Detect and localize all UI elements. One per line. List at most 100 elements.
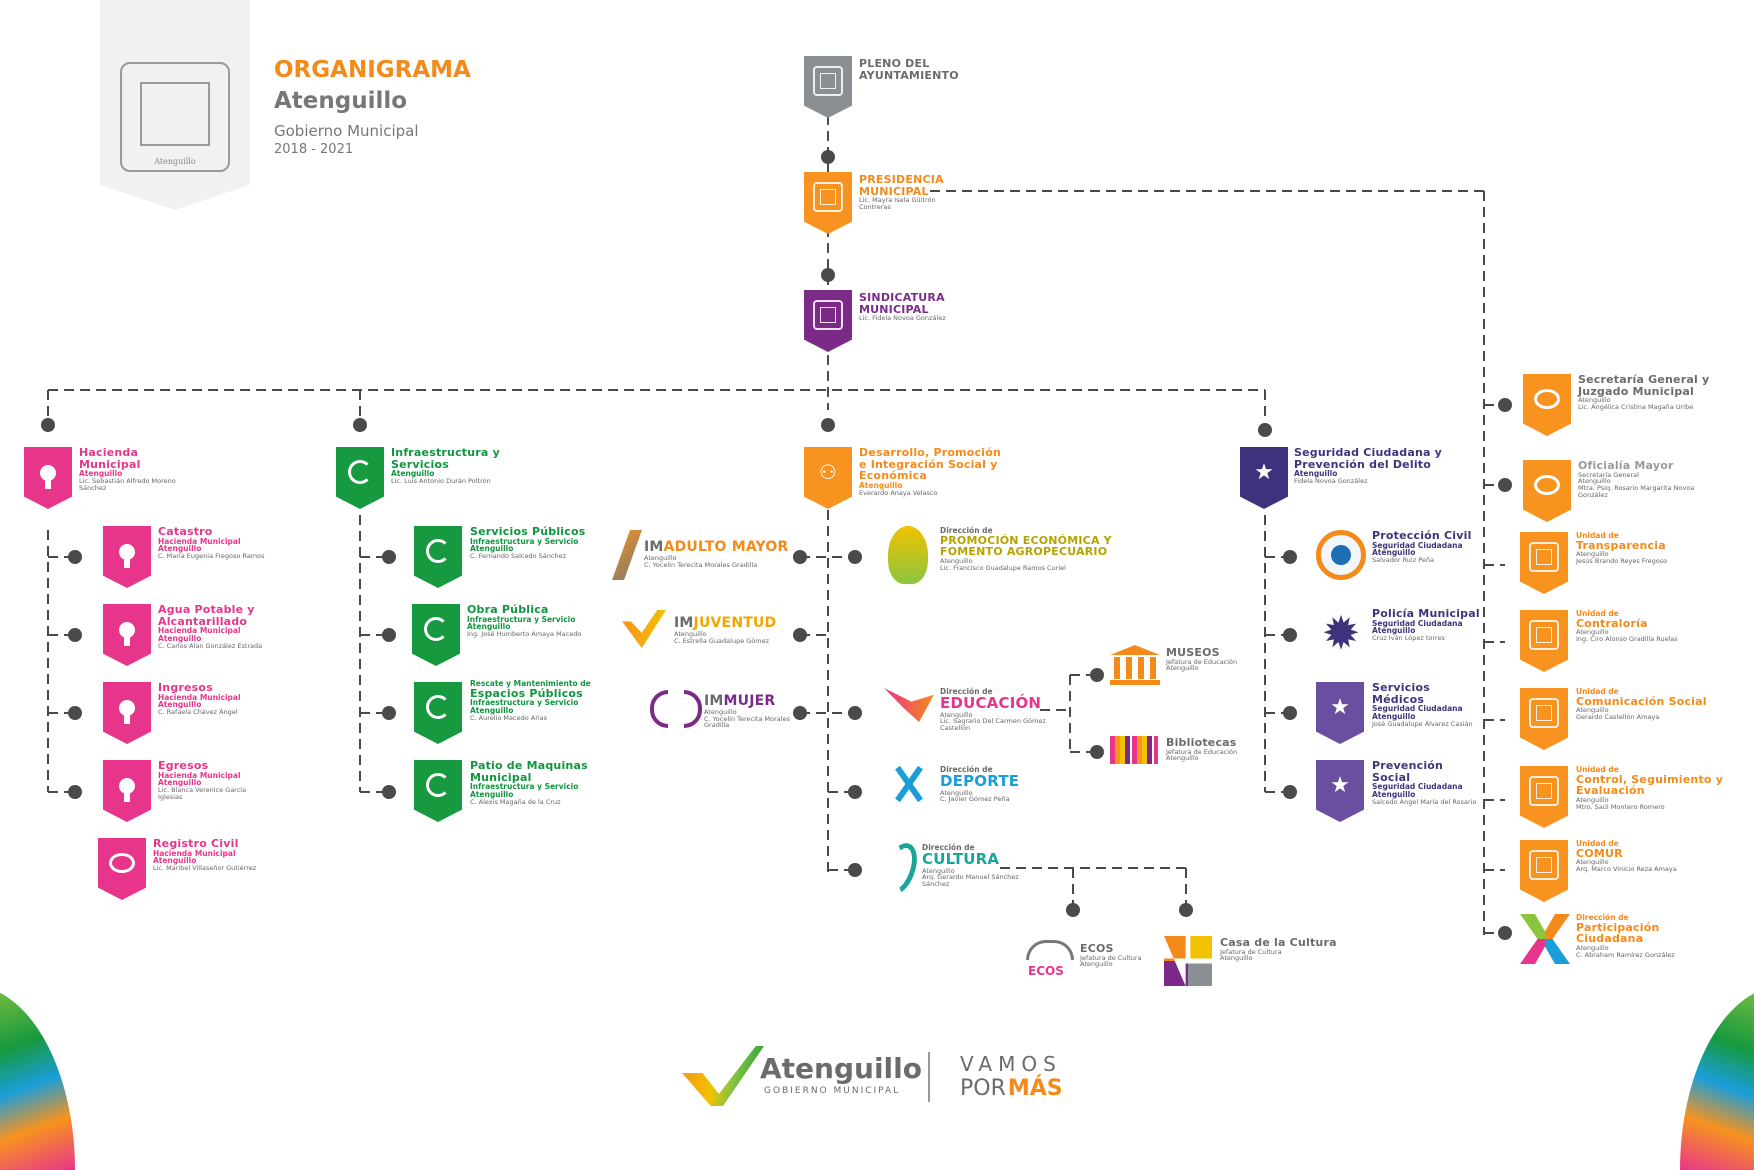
- connector-dot: [793, 706, 807, 720]
- secretaria-person: Lic. Angélica Cristina Magaña Uribe: [1578, 402, 1694, 411]
- juventud-org: Atenguillo: [674, 629, 707, 638]
- educacion-pre: Dirección de: [940, 687, 993, 696]
- corn-icon: [888, 526, 928, 584]
- connector-dot: [1498, 926, 1512, 940]
- connector-dot: [1090, 745, 1104, 759]
- hacienda-title: Hacienda Municipal: [79, 446, 141, 471]
- juventud-person: C. Estrella Guadalupe Gómez: [674, 636, 770, 645]
- adulto-mayor-person: C. Yocelin Terecita Morales Gradilla: [644, 560, 758, 569]
- connector-dot: [68, 550, 82, 564]
- page-subtitle: Atenguillo: [274, 88, 408, 114]
- ingresos-shield: [103, 682, 151, 744]
- agua-org: Atenguillo: [158, 633, 202, 643]
- oficialia-sub: Secretaría General: [1578, 470, 1639, 479]
- footer-brand: Atenguillo: [760, 1052, 922, 1085]
- contraloria-org: Atenguillo: [1576, 628, 1609, 637]
- desarrollo-person: Everardo Anaya Velasco: [859, 488, 938, 497]
- header-line3: Gobierno Municipal: [274, 122, 419, 140]
- mujer-label: IMMUJER Atenguillo C. Yocelin Terecita M…: [704, 694, 804, 729]
- museos-title: MUSEOS: [1166, 646, 1220, 659]
- registro-label: Registro Civil Hacienda Municipal Atengu…: [153, 838, 263, 872]
- keyhole-icon: [119, 778, 135, 802]
- pleno-shield: [804, 56, 852, 118]
- crest-icon: [813, 300, 843, 330]
- connector-dot: [41, 418, 55, 432]
- servicios-shield: [414, 526, 462, 588]
- ingresos-label: Ingresos Hacienda Municipal Atenguillo C…: [158, 682, 268, 716]
- patio-title: Patio de Maquinas Municipal: [470, 759, 588, 784]
- connector-dot: [382, 550, 396, 564]
- oficialia-shield: [1523, 460, 1571, 522]
- comur-title: COMUR: [1576, 846, 1623, 860]
- contraloria-pre: Unidad de: [1576, 609, 1619, 618]
- contraloria-label: Unidad de Contraloría Atenguillo Ing. Ci…: [1576, 610, 1716, 643]
- connector-dot: [1498, 398, 1512, 412]
- juventud-label: IMJUVENTUD Atenguillo C. Estrella Guadal…: [674, 616, 814, 644]
- comur-org: Atenguillo: [1576, 858, 1609, 867]
- sindicatura-title: SINDICATURA MUNICIPAL: [859, 291, 945, 316]
- footer-slogan-mas: MÁS: [1007, 1076, 1063, 1101]
- crest-icon: [1529, 850, 1559, 880]
- deporte-person: C. Javier Gómez Peña: [940, 795, 1010, 804]
- comur-person: Arq. Marco Vinicio Reza Amaya: [1576, 865, 1677, 874]
- museum-icon: [1110, 645, 1160, 685]
- servicios-medicos-title: Servicios Médicos: [1372, 681, 1430, 706]
- servicios-medicos-label: Servicios Médicos Seguridad Ciudadana At…: [1372, 682, 1482, 728]
- agua-person: C. Carlos Alan González Estrada: [158, 641, 263, 650]
- prevencion-shield: ★: [1316, 760, 1364, 822]
- recycle-icon: [424, 617, 448, 641]
- comur-pre: Unidad de: [1576, 839, 1619, 848]
- deporte-org: Atenguillo: [940, 788, 973, 797]
- servicios-title: Servicios Públicos: [470, 525, 586, 538]
- ecos-title: ECOS: [1080, 942, 1114, 955]
- crest-tab: [100, 0, 250, 210]
- espacios-person: C. Aurelio Macedo Arias: [470, 714, 548, 723]
- comunicacion-person: Gerardo Castellón Amaya: [1576, 713, 1660, 722]
- servicios-medicos-org: Atenguillo: [1372, 711, 1416, 721]
- presidencia-person: Lic. Mayra Isela Güitrón Contreras: [859, 196, 936, 211]
- connector-dot: [1283, 550, 1297, 564]
- hacienda-label: Hacienda Municipal Atenguillo Lic. Sebas…: [79, 447, 179, 492]
- ingresos-title: Ingresos: [158, 681, 213, 694]
- prevencion-sub: Seguridad Ciudadana: [1372, 782, 1463, 792]
- hacienda-person: Lic. Sebastián Alfredo Moreno Sánchez: [79, 476, 176, 492]
- servicios-medicos-sub: Seguridad Ciudadana: [1372, 704, 1463, 714]
- casa-cultura-org: Atenguillo: [1220, 954, 1253, 963]
- espacios-org: Atenguillo: [470, 706, 514, 716]
- museos-org: Atenguillo: [1166, 664, 1199, 673]
- hacienda-shield: [24, 447, 72, 509]
- connector-dot: [793, 550, 807, 564]
- ecos-org: Atenguillo: [1080, 960, 1113, 969]
- agua-title: Agua Potable y Alcantarillado: [158, 603, 255, 628]
- bibliotecas-sub: Jefatura de Educación: [1166, 747, 1238, 756]
- connector-dot: [848, 706, 862, 720]
- mujer-org: Atenguillo: [704, 707, 737, 716]
- ecos-logo-icon: ECOS: [1026, 940, 1076, 980]
- egresos-org: Atenguillo: [158, 778, 202, 788]
- recycle-icon: [426, 773, 450, 797]
- prevencion-title: Prevención Social: [1372, 759, 1444, 784]
- pleno-title: PLENO DEL AYUNTAMIENTO: [859, 57, 959, 82]
- registro-sub: Hacienda Municipal: [153, 848, 236, 858]
- seguridad-person: Fidela Novoa González: [1294, 476, 1368, 485]
- crest-icon: [813, 66, 843, 96]
- servicios-person: C. Fernando Salcedo Sánchez: [470, 552, 566, 561]
- keyhole-icon: [119, 544, 135, 568]
- footer-slogan-line2: PORMÁS: [960, 1076, 1063, 1101]
- connector-dot: [793, 628, 807, 642]
- agua-shield: [103, 604, 151, 666]
- desarrollo-label: Desarrollo, Promoción e Integración Soci…: [859, 447, 1009, 496]
- deporte-icon: [886, 764, 932, 804]
- proteccion-title: Protección Civil: [1372, 529, 1472, 542]
- connector-dot: [1179, 903, 1193, 917]
- control-label: Unidad de Control, Seguimiento y Evaluac…: [1576, 766, 1726, 811]
- comunicacion-label: Unidad de Comunicación Social Atenguillo…: [1576, 688, 1716, 721]
- connector-dot: [1498, 478, 1512, 492]
- connector-dot: [821, 268, 835, 282]
- infra-person: Lic. Luis Antonio Durán Poltrón: [391, 476, 491, 485]
- promocion-title: PROMOCIÓN ECONÓMICA Y FOMENTO AGROPECUAR…: [940, 533, 1112, 559]
- police-badge-icon: ✹: [1321, 606, 1361, 660]
- bibliotecas-title: Bibliotecas: [1166, 736, 1237, 749]
- catastro-label: Catastro Hacienda Municipal Atenguillo C…: [158, 526, 268, 560]
- mujer-brand: MUJER: [723, 693, 776, 709]
